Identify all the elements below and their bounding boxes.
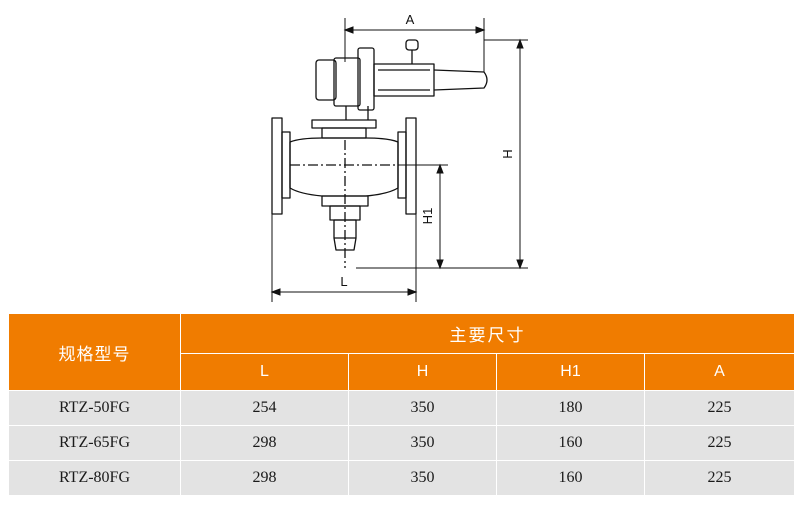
valve-body bbox=[271, 117, 417, 215]
a-cell: 225 bbox=[644, 390, 795, 426]
model-cell: RTZ-80FG bbox=[8, 460, 181, 496]
spec-table: 规格型号 主要尺寸 L H H1 A RTZ-50FG 254 350 180 … bbox=[8, 313, 795, 496]
main-dimensions-header: 主要尺寸 bbox=[180, 313, 795, 354]
valve-drawing: A H H1 L bbox=[270, 12, 528, 302]
dimension-label-h1: H1 bbox=[420, 208, 435, 225]
h1-cell: 160 bbox=[496, 425, 645, 461]
model-cell: RTZ-65FG bbox=[8, 425, 181, 461]
table-row: RTZ-50FG 254 350 180 225 bbox=[8, 390, 795, 426]
h-cell: 350 bbox=[348, 425, 497, 461]
dimension-label-l: L bbox=[340, 274, 347, 289]
column-header-a: A bbox=[644, 352, 795, 391]
h1-cell: 160 bbox=[496, 460, 645, 496]
h1-cell: 180 bbox=[496, 390, 645, 426]
h-cell: 350 bbox=[348, 460, 497, 496]
l-cell: 298 bbox=[180, 425, 349, 461]
table-row: RTZ-80FG 298 350 160 225 bbox=[8, 460, 795, 496]
l-cell: 254 bbox=[180, 390, 349, 426]
column-header-l: L bbox=[180, 352, 349, 391]
bonnet bbox=[311, 119, 377, 139]
h-cell: 350 bbox=[348, 390, 497, 426]
bottom-housing bbox=[321, 140, 369, 268]
model-cell: RTZ-50FG bbox=[8, 390, 181, 426]
dimension-label-a: A bbox=[406, 12, 415, 27]
a-cell: 225 bbox=[644, 425, 795, 461]
model-header: 规格型号 bbox=[8, 313, 181, 391]
dimension-label-h: H bbox=[500, 149, 515, 158]
actuator bbox=[315, 39, 488, 120]
a-cell: 225 bbox=[644, 460, 795, 496]
column-header-h: H bbox=[348, 352, 497, 391]
column-header-h1: H1 bbox=[496, 352, 645, 391]
table-row: RTZ-65FG 298 350 160 225 bbox=[8, 425, 795, 461]
l-cell: 298 bbox=[180, 460, 349, 496]
